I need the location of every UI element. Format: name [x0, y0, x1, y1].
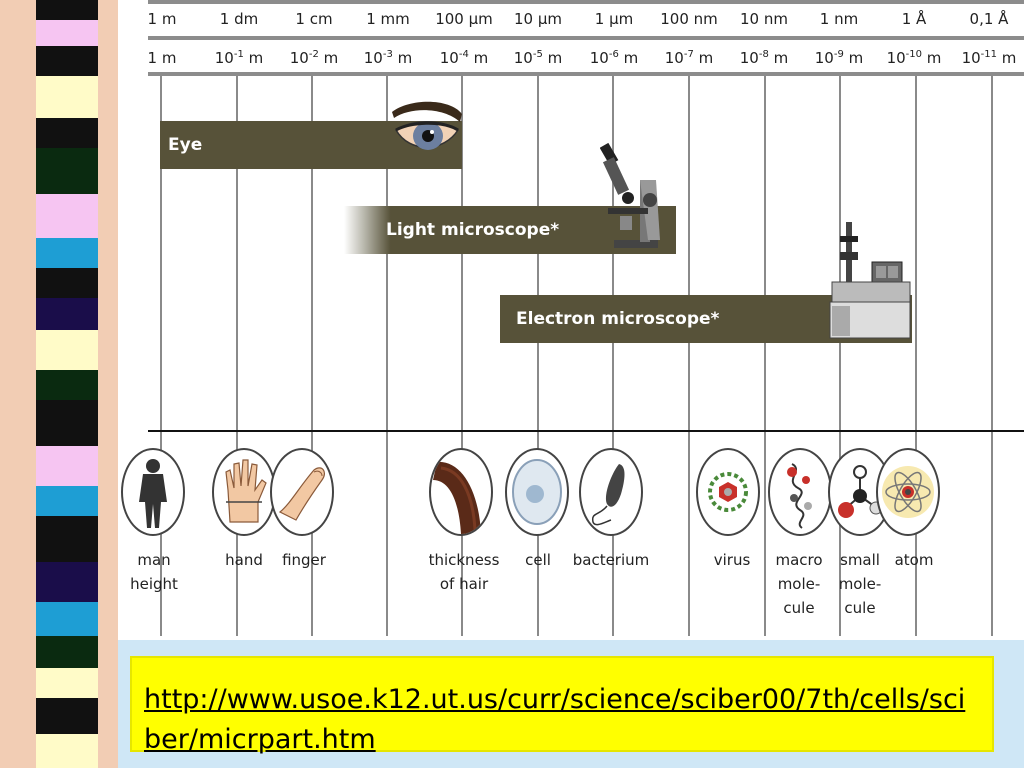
object-label: macro mole- cule — [775, 551, 823, 617]
middle-rule — [148, 36, 1024, 40]
power-label: 10-4 m — [439, 49, 489, 67]
virus-icon — [696, 448, 760, 536]
power-label: 10-1 m — [214, 49, 264, 67]
gridline — [311, 76, 313, 636]
atom-icon — [876, 448, 940, 536]
gridline — [236, 76, 238, 636]
gridline — [461, 76, 463, 636]
url-highlight-box: http://www.usoe.k12.ut.us/curr/science/s… — [130, 656, 994, 755]
objects-baseline — [148, 430, 1024, 432]
unit-label: 1 Å — [901, 10, 927, 28]
source-link[interactable]: http://www.usoe.k12.ut.us/curr/science/s… — [144, 684, 966, 755]
hair-icon — [429, 448, 493, 536]
object-label: man height — [130, 551, 178, 593]
object-label: hand — [225, 551, 263, 569]
power-label: 10-8 m — [739, 49, 789, 67]
object-label: virus — [713, 551, 751, 569]
object-label: atom — [894, 551, 934, 569]
gridline — [688, 76, 690, 636]
power-label: 10-5 m — [513, 49, 563, 67]
unit-label: 1 dm — [219, 10, 259, 28]
gridline — [915, 76, 917, 636]
macromolecule-icon — [768, 448, 832, 536]
electron-microscope-band-label: Electron microscope* — [516, 309, 720, 329]
man-icon — [121, 448, 185, 536]
gridline — [839, 76, 841, 636]
unit-label: 1 mm — [366, 10, 410, 28]
gridline — [386, 76, 388, 636]
unit-label: 1 µm — [594, 10, 634, 28]
object-label: bacterium — [572, 551, 650, 569]
gridline — [612, 76, 614, 636]
eye-band-label: Eye — [168, 135, 203, 155]
gridline — [160, 76, 162, 636]
object-label: thickness of hair — [428, 551, 500, 593]
power-label: 10-2 m — [289, 49, 339, 67]
footer: http://www.usoe.k12.ut.us/curr/science/s… — [118, 640, 1024, 768]
unit-label: 1 m — [147, 10, 177, 28]
unit-label: 1 nm — [819, 10, 859, 28]
bottom-rule — [148, 72, 1024, 76]
gridline — [764, 76, 766, 636]
power-label: 1 m — [147, 49, 177, 67]
light-microscope-band-label: Light microscope* — [386, 220, 560, 240]
power-label: 10-6 m — [589, 49, 639, 67]
power-label: 10-7 m — [664, 49, 714, 67]
power-label: 10-11 m — [961, 49, 1017, 67]
power-label: 10-9 m — [814, 49, 864, 67]
unit-label: 1 cm — [295, 10, 333, 28]
light-microscope-icon — [600, 140, 666, 252]
power-label: 10-10 m — [886, 49, 942, 67]
object-label: cell — [525, 551, 551, 569]
object-label: small mole- cule — [838, 551, 882, 617]
unit-label: 10 µm — [513, 10, 563, 28]
unit-label: 100 nm — [660, 10, 718, 28]
unit-label: 10 nm — [740, 10, 788, 28]
eye-icon — [390, 100, 464, 166]
object-label: finger — [282, 551, 326, 569]
gridline — [537, 76, 539, 636]
top-rule — [148, 0, 1024, 4]
hand-icon — [212, 448, 276, 536]
electron-microscope-icon — [828, 222, 912, 340]
bacterium-icon — [579, 448, 643, 536]
unit-label: 0,1 Å — [969, 10, 1009, 28]
cell-icon — [505, 448, 569, 536]
decorative-side-stripe — [0, 0, 118, 768]
power-label: 10-3 m — [363, 49, 413, 67]
unit-label: 100 µm — [435, 10, 493, 28]
gridline — [991, 76, 993, 636]
color-blocks — [36, 0, 98, 768]
finger-icon — [270, 448, 334, 536]
scale-diagram: 1 m 1 dm 1 cm 1 mm 100 µm 10 µm 1 µm 100 nm 10 n… — [118, 0, 1024, 640]
